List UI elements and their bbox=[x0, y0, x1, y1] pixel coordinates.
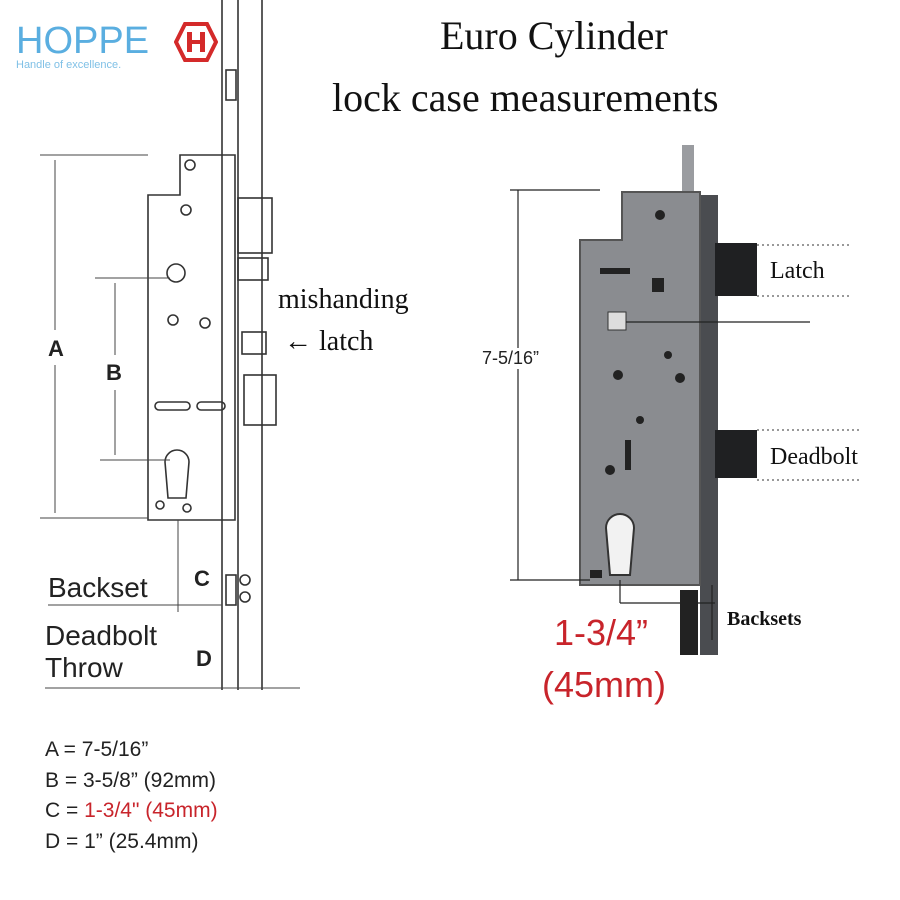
hoppe-logo: HOPPE Handle of excellence. bbox=[16, 20, 218, 71]
deadbolt-label: Deadbolt bbox=[770, 444, 858, 470]
legend-row-c: C = 1-3/4" (45mm) bbox=[45, 799, 218, 822]
title-line-1: Euro Cylinder bbox=[440, 13, 668, 58]
deadbolt-throw-label-2: Throw bbox=[45, 652, 123, 683]
backset-inches: 1-3/4” bbox=[554, 612, 649, 653]
legend-row-b: B = 3-5/8” (92mm) bbox=[45, 768, 216, 792]
legend-row-d: D = 1” (25.4mm) bbox=[45, 829, 199, 853]
backset-mm: (45mm) bbox=[542, 664, 666, 705]
dimension-label-d: D bbox=[196, 646, 212, 671]
legend-row-a: A = 7-5/16” bbox=[45, 738, 149, 761]
mishanding-label: mishanding bbox=[278, 284, 409, 315]
logo-brand: HOPPE bbox=[16, 20, 150, 62]
deadbolt-throw-label-1: Deadbolt bbox=[45, 620, 158, 651]
dimension-label-a: A bbox=[48, 336, 64, 361]
title-line-2: lock case measurements bbox=[332, 75, 719, 120]
mishanding-latch-label: ← latch bbox=[284, 326, 374, 357]
hoppe-hexagon-icon bbox=[174, 22, 218, 62]
logo-tagline: Handle of excellence. bbox=[16, 59, 122, 71]
measurement-legend: A = 7-5/16” B = 3-5/8” (92mm) C = 1-3/4"… bbox=[45, 735, 218, 857]
backset-label: Backset bbox=[48, 572, 148, 603]
backsets-label: Backsets bbox=[727, 608, 802, 630]
dimension-label-c: C bbox=[194, 566, 210, 591]
latch-label: Latch bbox=[770, 258, 825, 284]
dimension-label-b: B bbox=[106, 360, 122, 385]
height-label: 7-5/16” bbox=[482, 348, 540, 369]
